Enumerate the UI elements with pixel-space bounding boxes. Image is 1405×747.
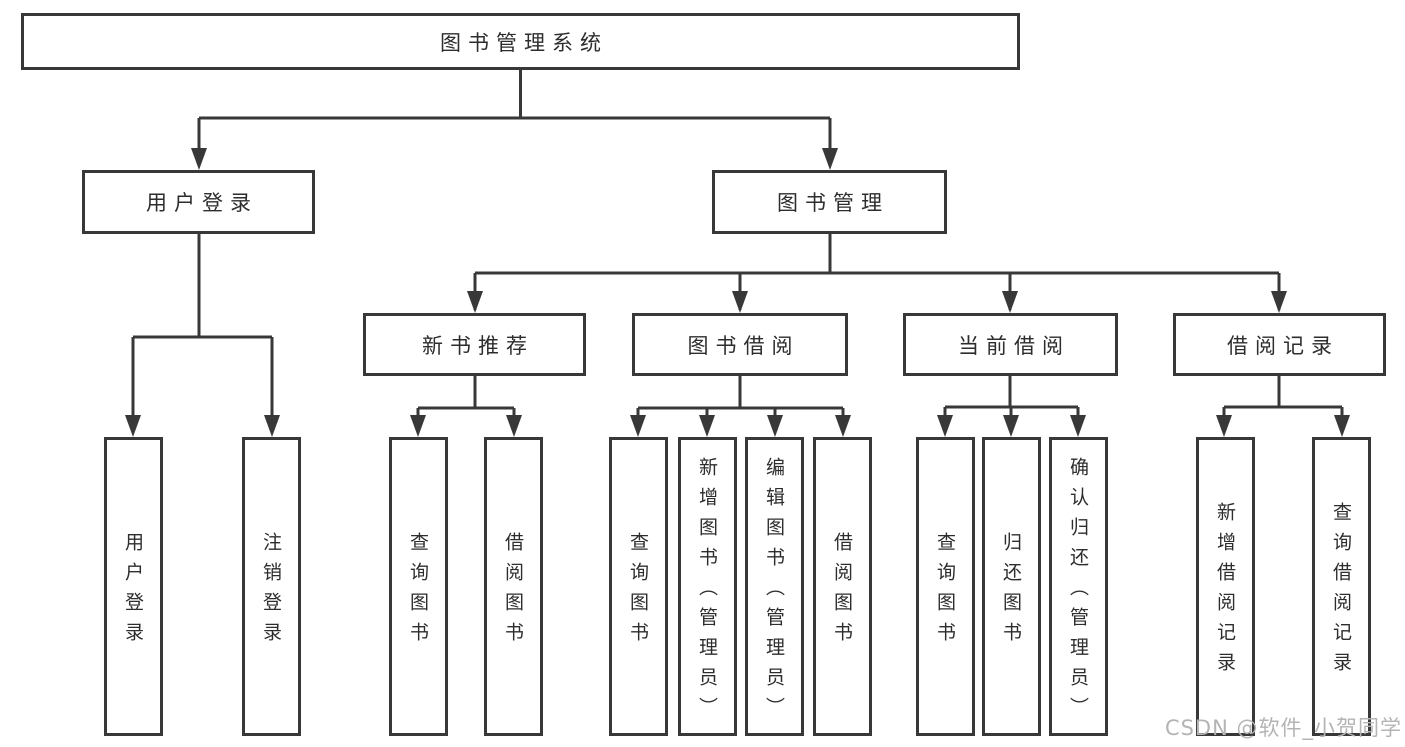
node-label: 查询图书 <box>407 532 429 652</box>
arrowheads-root <box>191 148 838 170</box>
node-library-system: 图书管理系统 <box>21 13 1020 70</box>
arrowheads-user-login <box>125 415 280 437</box>
node-label: 查询借阅记录 <box>1330 502 1352 682</box>
node-label: 图书管理 <box>777 191 889 215</box>
leaf-query-book-2: 查询图书 <box>609 437 668 736</box>
arrow-down-icon <box>1334 415 1350 437</box>
leaf-confirm-return-admin: 确认归还（管理员） <box>1049 437 1108 736</box>
connector-record <box>1222 375 1344 433</box>
arrow-down-icon <box>1271 291 1287 313</box>
arrowheads-book-mgmt <box>467 291 1287 313</box>
node-label: 新增图书（管理员） <box>696 457 718 727</box>
node-label: 归还图书 <box>1000 532 1022 652</box>
leaf-borrow-book-2: 借阅图书 <box>813 437 872 736</box>
node-label: 用户登录 <box>146 191 258 215</box>
leaf-logout: 注销登录 <box>242 437 301 736</box>
connector-root <box>197 69 832 166</box>
node-current-borrow: 当前借阅 <box>903 313 1118 376</box>
arrow-down-icon <box>1216 415 1232 437</box>
arrow-down-icon <box>630 415 646 437</box>
node-label: 编辑图书（管理员） <box>763 457 785 727</box>
arrow-down-icon <box>732 291 748 313</box>
node-label: 当前借阅 <box>958 333 1070 358</box>
node-label: 图书借阅 <box>687 333 800 358</box>
node-label: 查询图书 <box>627 532 649 652</box>
arrow-down-icon <box>125 415 141 437</box>
arrow-down-icon <box>1002 291 1018 313</box>
node-label: 新书推荐 <box>422 333 534 358</box>
node-label: 借阅图书 <box>502 532 524 652</box>
arrow-down-icon <box>264 415 280 437</box>
node-label: 借阅图书 <box>831 532 853 652</box>
arrow-down-icon <box>822 148 838 170</box>
arrowheads-borrow <box>630 415 851 437</box>
node-label: 用户登录 <box>122 532 144 652</box>
node-borrow-record: 借阅记录 <box>1173 313 1386 376</box>
arrow-down-icon <box>937 415 953 437</box>
leaf-edit-book-admin: 编辑图书（管理员） <box>745 437 804 736</box>
csdn-watermark: CSDN @软件_小贺同学 <box>1164 716 1402 740</box>
leaf-return-book: 归还图书 <box>982 437 1041 736</box>
node-new-book-recommend: 新书推荐 <box>363 313 586 376</box>
node-label: 图书管理系统 <box>440 30 608 55</box>
leaf-add-book-admin: 新增图书（管理员） <box>678 437 737 736</box>
arrow-down-icon <box>767 415 783 437</box>
arrow-down-icon <box>1003 415 1019 437</box>
node-label: 新增借阅记录 <box>1214 502 1236 682</box>
connector-user-login <box>131 233 274 433</box>
arrow-down-icon <box>191 148 207 170</box>
arrowheads-current <box>937 415 1086 437</box>
leaf-add-borrow-record: 新增借阅记录 <box>1196 437 1255 736</box>
leaf-user-login: 用户登录 <box>104 437 163 736</box>
leaf-borrow-book-1: 借阅图书 <box>484 437 543 736</box>
arrowheads-record <box>1216 415 1350 437</box>
node-label: 查询图书 <box>934 532 956 652</box>
node-book-management: 图书管理 <box>712 170 947 234</box>
leaf-query-borrow-record: 查询借阅记录 <box>1312 437 1371 736</box>
arrow-down-icon <box>835 415 851 437</box>
node-book-borrow: 图书借阅 <box>632 313 848 376</box>
connector-current <box>943 376 1080 433</box>
connector-book-mgmt <box>473 234 1281 310</box>
arrow-down-icon <box>467 291 483 313</box>
arrowheads-new-rec <box>410 415 522 437</box>
arrow-down-icon <box>1070 415 1086 437</box>
node-label: 确认归还（管理员） <box>1067 457 1089 727</box>
arrow-down-icon <box>506 415 522 437</box>
connector-new-rec <box>416 376 516 433</box>
connector-borrow <box>636 376 845 433</box>
arrow-down-icon <box>699 415 715 437</box>
leaf-query-book-3: 查询图书 <box>916 437 975 736</box>
arrow-down-icon <box>410 415 426 437</box>
node-label: 注销登录 <box>260 532 282 652</box>
leaf-query-book-1: 查询图书 <box>389 437 448 736</box>
node-user-login: 用户登录 <box>82 170 315 234</box>
node-label: 借阅记录 <box>1227 333 1339 358</box>
